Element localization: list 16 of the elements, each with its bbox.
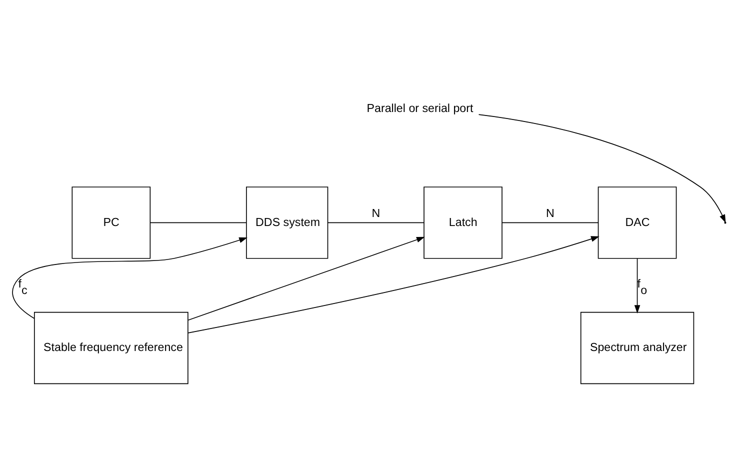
node-box: Latch <box>424 186 502 258</box>
node-box: DDS system <box>246 186 328 258</box>
edge-label: N <box>546 206 554 220</box>
node-box: DAC <box>598 186 677 258</box>
node-text: Parallel or serial port <box>366 102 474 115</box>
arrow <box>188 236 425 320</box>
arrow <box>188 236 600 333</box>
edge-label: N <box>372 206 380 220</box>
node-box: Spectrum analyzer <box>580 311 694 384</box>
node-box: Stable frequency reference <box>34 311 188 384</box>
arrow <box>634 258 640 313</box>
node-box: PC <box>72 186 151 258</box>
connector <box>327 222 424 223</box>
connector <box>502 222 598 223</box>
arrow <box>12 236 248 318</box>
connector <box>150 222 247 223</box>
